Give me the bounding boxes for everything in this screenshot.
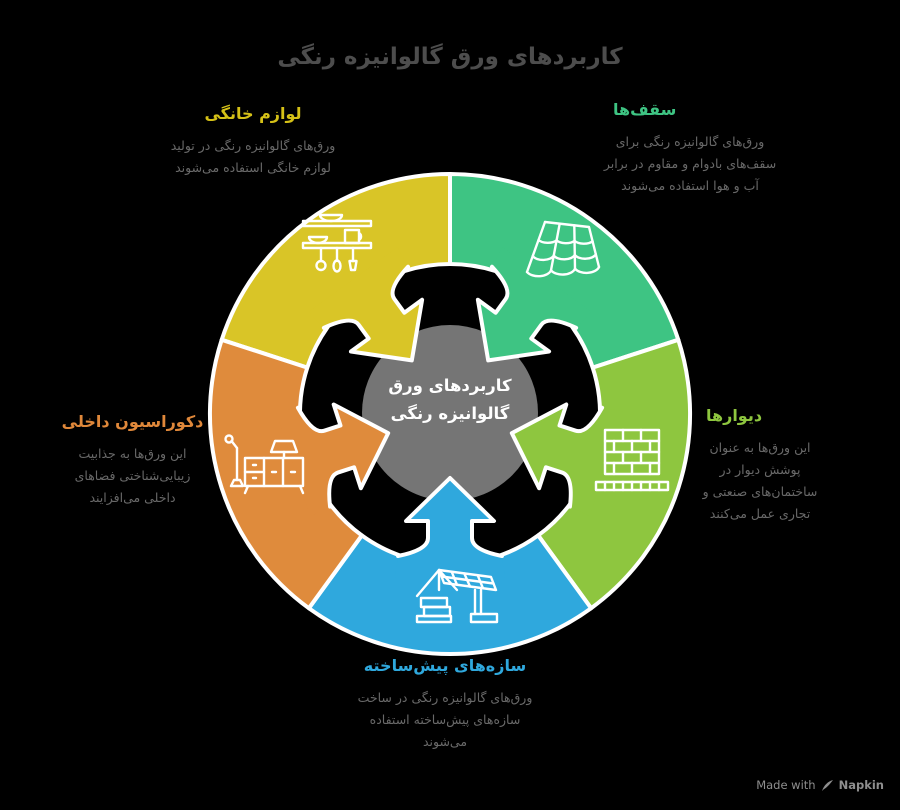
arrow-interior-decoration <box>276 402 391 517</box>
interior-decoration-heading: دکوراسیون داخلی <box>61 412 204 431</box>
home-appliances-heading: لوازم خانگی <box>204 104 302 123</box>
inward-arrows <box>276 247 624 578</box>
label-block-interior-decoration: دکوراسیون داخلی این ورق‌ها به جذابیت زیب… <box>30 412 235 509</box>
prefab-structures-description: ورق‌های گالوانیزه رنگی در ساخت سازه‌های … <box>357 689 533 749</box>
roofs-heading: سقف‌ها <box>613 100 677 119</box>
prefab-structures-heading: سازه‌های پیش‌ساخته <box>363 656 527 675</box>
center-circle <box>362 325 538 501</box>
center-circle-label: کاربردهای ورق گالوانیزه رنگی <box>358 372 542 428</box>
label-block-walls: دیوارها این ورق‌ها به عنوان پوشش دیوار د… <box>690 406 830 525</box>
made-with-napkin-credit: Made with Napkin <box>756 778 884 792</box>
label-block-roofs: سقف‌ها ورق‌های گالوانیزه رنگی برای سقف‌ه… <box>595 100 785 197</box>
center-line-1: کاربردهای ورق <box>388 376 512 395</box>
walls-heading: دیوارها <box>706 406 763 425</box>
prefab-house-icon <box>415 568 499 624</box>
home-appliances-description: ورق‌های گالوانیزه رنگی در تولید لوازم خا… <box>170 137 336 175</box>
furniture-icon <box>224 434 305 495</box>
arrow-roofs <box>475 247 592 363</box>
napkin-brand-link[interactable]: Napkin <box>838 778 884 792</box>
roofs-description: ورق‌های گالوانیزه رنگی برای سقف‌های بادو… <box>603 133 777 193</box>
walls-description: این ورق‌ها به عنوان پوشش دیوار در ساختما… <box>702 439 818 521</box>
roof-tiles-icon <box>525 220 601 278</box>
made-with-text: Made with <box>756 778 816 792</box>
kitchen-shelf-icon <box>301 213 373 273</box>
brick-wall-icon <box>594 428 670 492</box>
label-block-home-appliances: لوازم خانگی ورق‌های گالوانیزه رنگی در تو… <box>148 104 358 179</box>
interior-decoration-description: این ورق‌ها به جذابیت زیبایی‌شناختی فضاها… <box>74 445 191 505</box>
napkin-quill-icon <box>821 779 833 791</box>
arrow-prefab-structures <box>395 476 505 578</box>
label-block-prefab-structures: سازه‌های پیش‌ساخته ورق‌های گالوانیزه رنگ… <box>330 656 560 753</box>
center-line-2: گالوانیزه رنگی <box>390 404 510 423</box>
arrow-home-appliances <box>308 247 425 363</box>
page-title: کاربردهای ورق گالوانیزه رنگی <box>277 44 623 70</box>
